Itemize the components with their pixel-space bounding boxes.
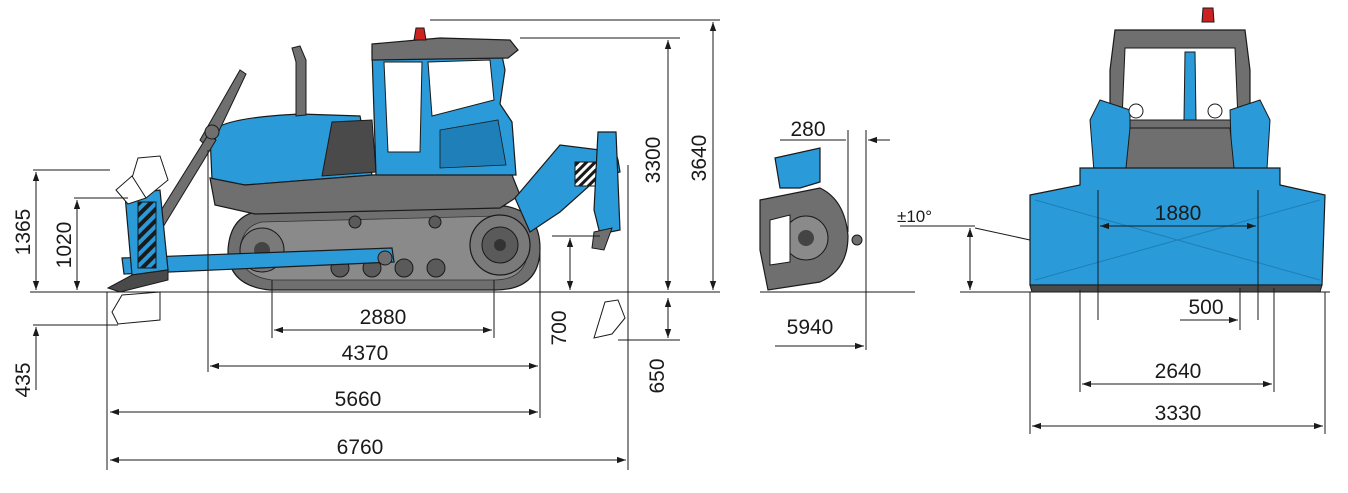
dim-detail-bottom: 5940: [787, 316, 834, 339]
push-frame: [121, 69, 395, 275]
dim-height-beacon: 3640: [688, 135, 711, 182]
dim-blade-height: 1365: [12, 209, 35, 256]
side-dimension-lines: [32, 19, 720, 470]
dim-track-base: 2880: [360, 306, 407, 329]
dim-track-gauge: 1880: [1155, 202, 1202, 225]
dim-blade-drop: 435: [12, 362, 35, 397]
dim-track-length: 4370: [342, 342, 389, 365]
machine-body: [209, 27, 521, 215]
ripper: [514, 131, 626, 339]
dim-detail-top: 280: [790, 118, 825, 141]
side-view: 1365 1020 435 2880 4370 5660 6760 3300 3…: [12, 19, 720, 470]
dim-blade-lift: 1020: [53, 222, 76, 269]
dozer-blade: [106, 155, 169, 325]
dim-overall-length: 6760: [337, 436, 384, 459]
dim-shoe-width: 500: [1188, 296, 1223, 319]
detail-view: 280 5940: [759, 118, 915, 350]
dim-ripper-depth: 650: [646, 358, 669, 393]
front-view: ±10° 1880 500 2640 3330: [897, 7, 1330, 434]
dim-height-cab: 3300: [642, 137, 665, 184]
dim-ripper-lift: 700: [548, 310, 571, 345]
dim-width-tracks: 2640: [1155, 360, 1202, 383]
dim-blade-angle: ±10°: [897, 207, 932, 226]
dim-length-no-ripper: 5660: [335, 388, 382, 411]
dim-blade-width: 3330: [1155, 402, 1202, 425]
